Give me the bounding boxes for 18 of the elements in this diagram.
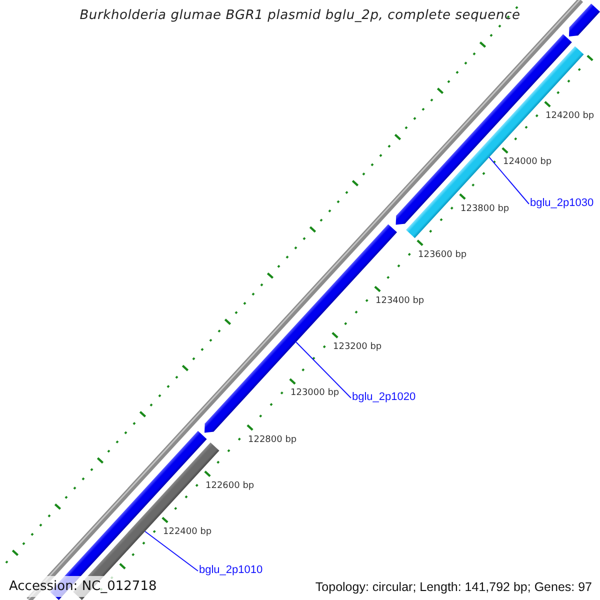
- gene-feature: [569, 4, 600, 36]
- leader-line: [144, 530, 198, 572]
- tick-label: 123000 bp: [290, 388, 340, 398]
- gene-label: bglu_2p1030: [530, 197, 594, 209]
- gene-label: bglu_2p1020: [352, 391, 416, 403]
- gene-label: bglu_2p1010: [199, 564, 263, 576]
- tick-label: 123400 bp: [376, 296, 424, 306]
- tick-label: 122600 bp: [206, 480, 254, 491]
- tick-label: 123200 bp: [333, 342, 382, 352]
- tick-label: 122400 bp: [163, 527, 212, 537]
- leader-line: [488, 156, 530, 204]
- leader-line: [296, 342, 352, 398]
- tick-label: 123600 bp: [418, 250, 467, 260]
- map-title: Burkholderia glumae BGR1 plasmid bglu_2p, complete sequence: [78, 8, 522, 23]
- tick-label: 124200 bp: [546, 111, 594, 122]
- map-summary-text: Topology: circular; Length: 141,792 bp; Genes: 97: [315, 580, 592, 594]
- tick-label: 124000 bp: [503, 157, 552, 168]
- tick-label: 123800 bp: [460, 204, 510, 214]
